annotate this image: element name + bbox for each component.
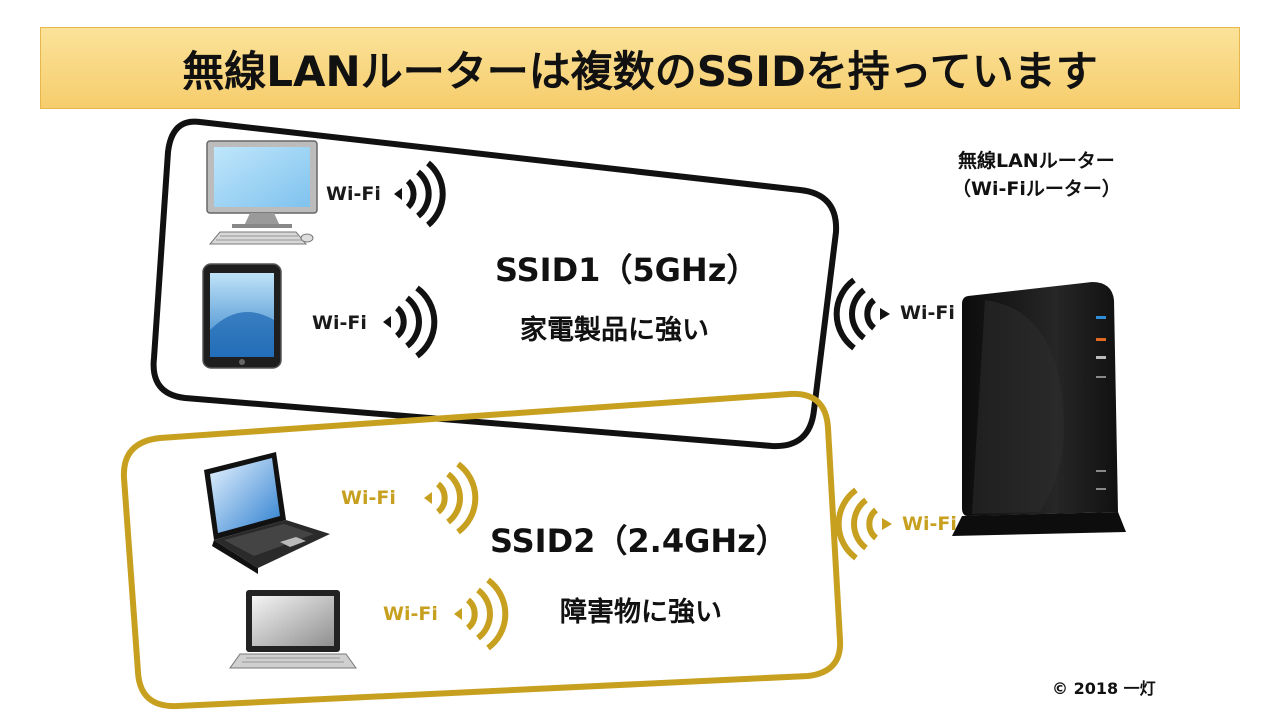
router-label-line1: 無線LANルーター — [958, 150, 1115, 172]
wifi-label: Wi-Fi — [312, 312, 367, 334]
desktop-pc-icon — [206, 140, 318, 245]
wifi-signal-icon — [383, 285, 438, 359]
router-label-line2: （Wi-Fiルーター） — [952, 178, 1121, 200]
copyright: © 2018 一灯 — [1052, 679, 1156, 698]
wifi-label: Wi-Fi — [341, 487, 396, 509]
ssid2-name: SSID2（2.4GHz） — [490, 522, 788, 560]
ssid1-group-frame — [150, 118, 840, 450]
wifi-signal-icon — [833, 277, 890, 351]
laptop-icon — [204, 452, 330, 574]
wifi-signal-icon — [835, 487, 892, 561]
page-title: 無線LANルーターは複数のSSIDを持っています — [182, 46, 1098, 96]
wifi-label: Wi-Fi — [383, 603, 438, 625]
wifi-label: Wi-Fi — [326, 183, 381, 205]
ssid1-feature: 家電製品に強い — [520, 315, 709, 346]
wifi-signal-icon — [424, 461, 479, 535]
title-banner: 無線LANルーターは複数のSSIDを持っています — [40, 27, 1240, 109]
wifi-signal-icon — [394, 160, 446, 228]
ssid2-group-frame — [120, 390, 844, 710]
tablet-icon — [202, 263, 282, 369]
ssid2-feature: 障害物に強い — [560, 597, 722, 628]
wifi-label: Wi-Fi — [902, 513, 957, 535]
router-icon — [952, 282, 1126, 536]
wifi-label: Wi-Fi — [900, 302, 955, 324]
wifi-signal-icon — [454, 577, 509, 651]
laptop-icon — [229, 590, 357, 669]
ssid1-name: SSID1（5GHz） — [495, 251, 759, 289]
